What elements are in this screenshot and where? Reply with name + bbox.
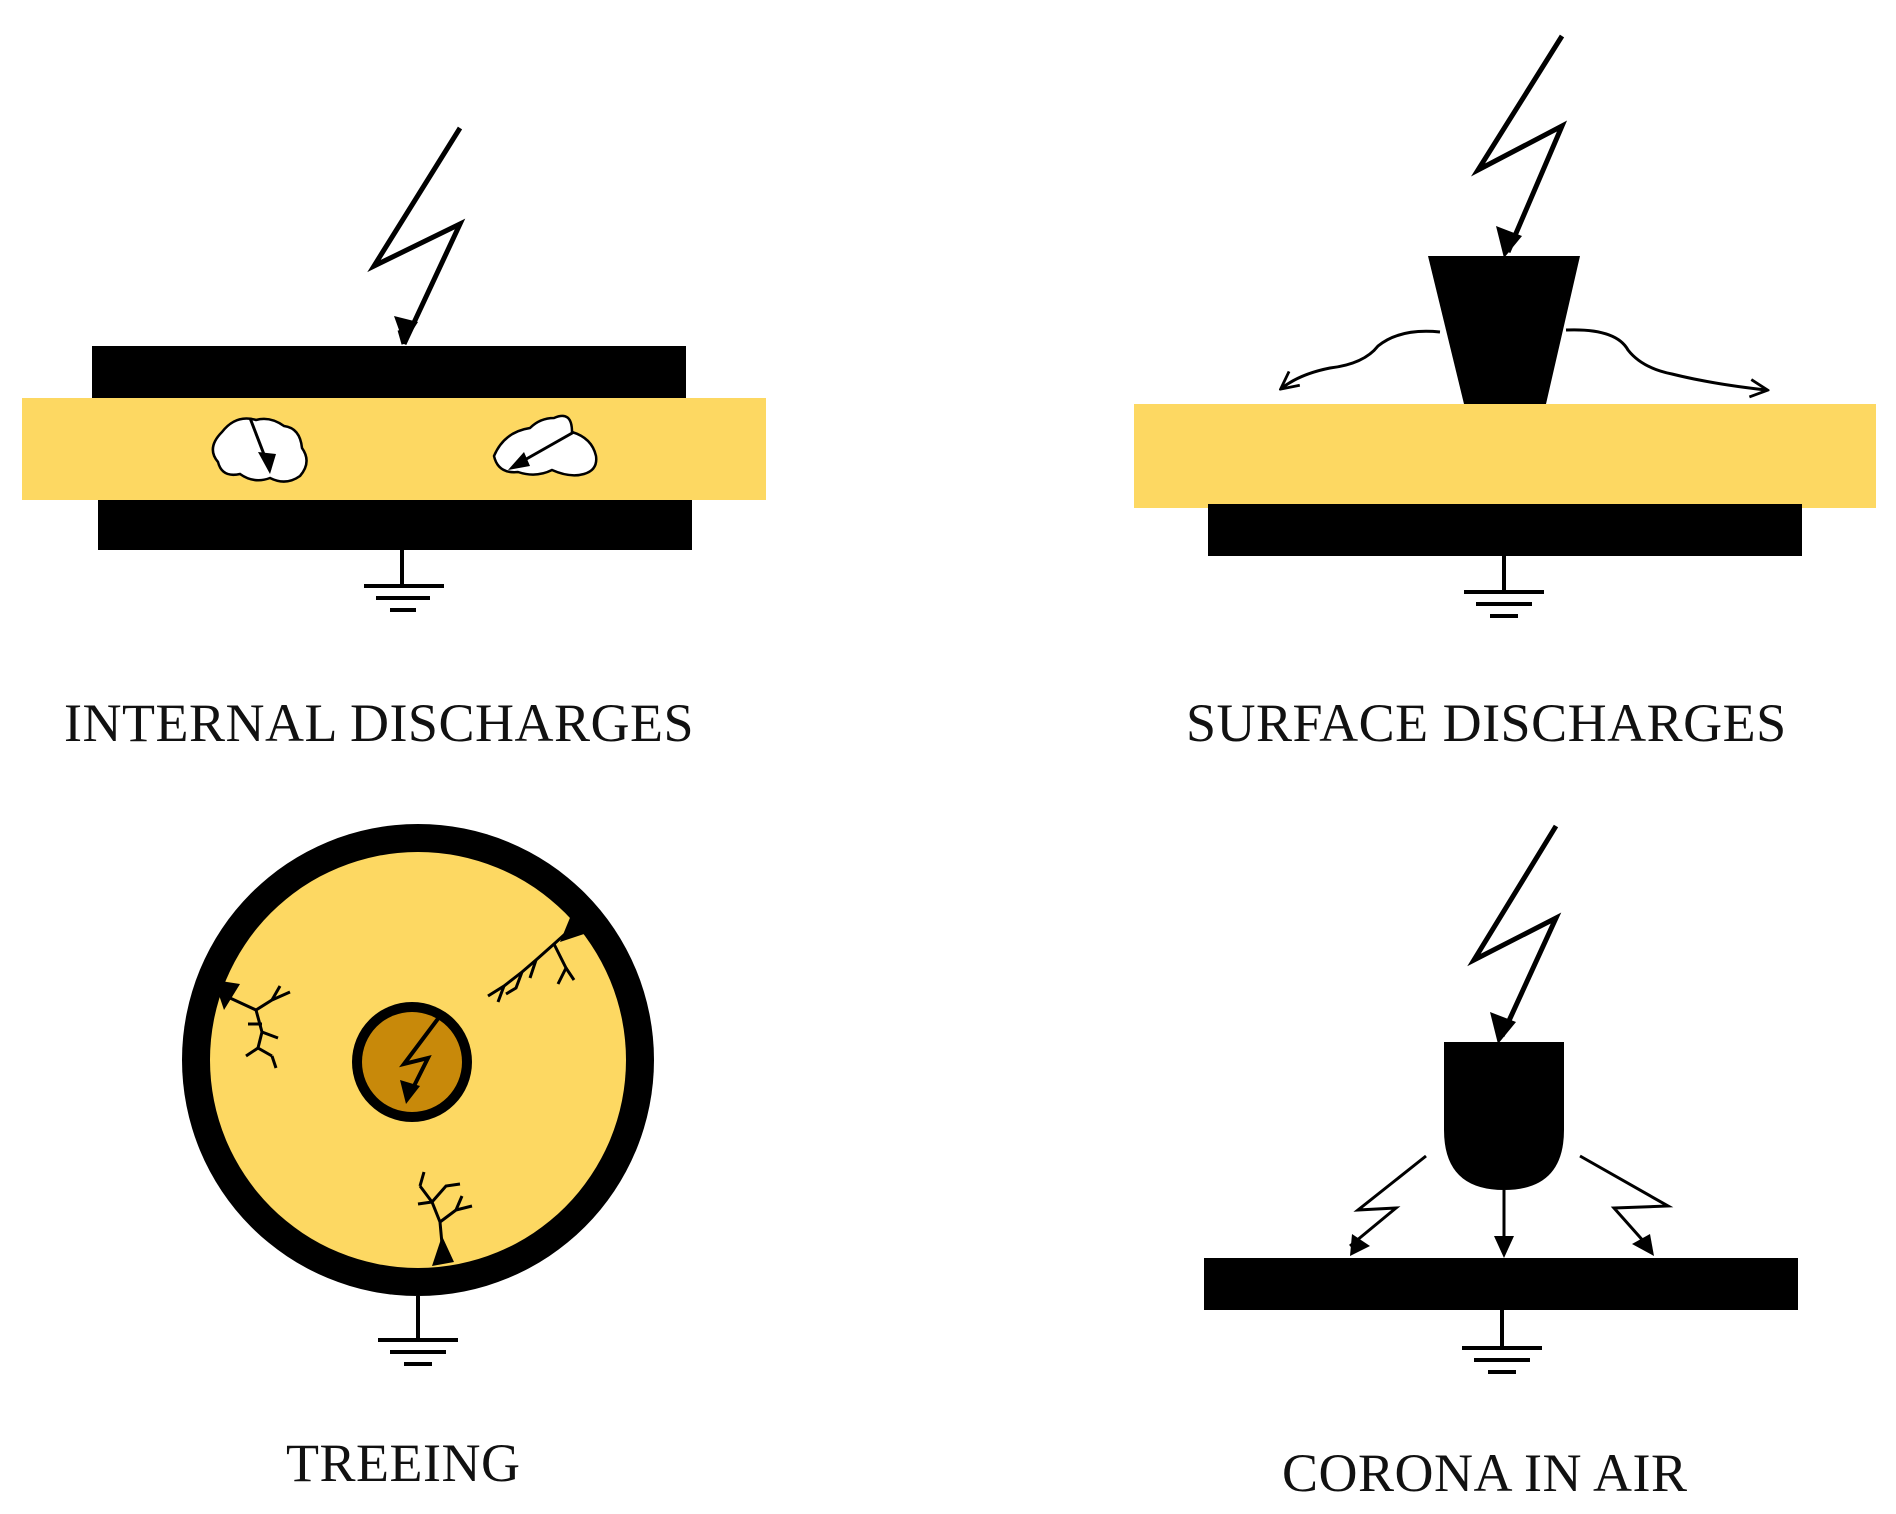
internal-discharges-caption: INTERNAL DISCHARGES xyxy=(64,693,694,753)
defect-wedge xyxy=(560,908,596,942)
bottom-electrode xyxy=(98,500,692,550)
plane-electrode xyxy=(1204,1258,1798,1310)
surface-discharge-path-left xyxy=(1282,329,1441,388)
defect-wedge xyxy=(432,1236,454,1266)
surface-discharge-path-right xyxy=(1565,328,1766,390)
void-icon xyxy=(211,417,308,483)
treeing-panel xyxy=(182,824,654,1366)
ground-symbol-icon xyxy=(1462,1310,1542,1374)
lightning-arrow-icon xyxy=(1579,1154,1674,1256)
ground-symbol-icon xyxy=(1464,556,1544,618)
corona-in-air-panel xyxy=(1204,824,1798,1374)
discharge-arrow xyxy=(1494,1190,1514,1258)
bottom-electrode xyxy=(1208,504,1802,556)
top-electrode xyxy=(92,346,686,398)
electrical-tree-icon xyxy=(417,1171,473,1245)
surface-discharges-caption: SURFACE DISCHARGES xyxy=(1186,693,1787,753)
top-electrode xyxy=(1428,256,1580,404)
corona-in-air-caption: CORONA IN AIR xyxy=(1282,1443,1688,1503)
surface-discharges-panel xyxy=(1134,34,1876,618)
lightning-arrow-icon xyxy=(1470,34,1568,258)
lightning-arrow-icon xyxy=(399,1014,442,1104)
void-icon xyxy=(492,414,598,477)
defect-wedge xyxy=(214,980,240,1010)
lightning-arrow-icon xyxy=(1349,1154,1427,1256)
lightning-arrow-icon xyxy=(367,126,466,346)
electrical-tree-icon xyxy=(487,924,576,1003)
point-electrode xyxy=(1444,1042,1564,1190)
lightning-arrow-icon xyxy=(1467,824,1562,1044)
internal-discharges-panel xyxy=(22,126,766,612)
ground-symbol-icon xyxy=(364,550,444,612)
electrical-tree-icon xyxy=(229,985,291,1069)
treeing-caption: TREEING xyxy=(286,1433,521,1493)
insulation-layer xyxy=(22,398,766,500)
insulation-layer xyxy=(1134,404,1876,508)
ground-symbol-icon xyxy=(378,1296,458,1366)
